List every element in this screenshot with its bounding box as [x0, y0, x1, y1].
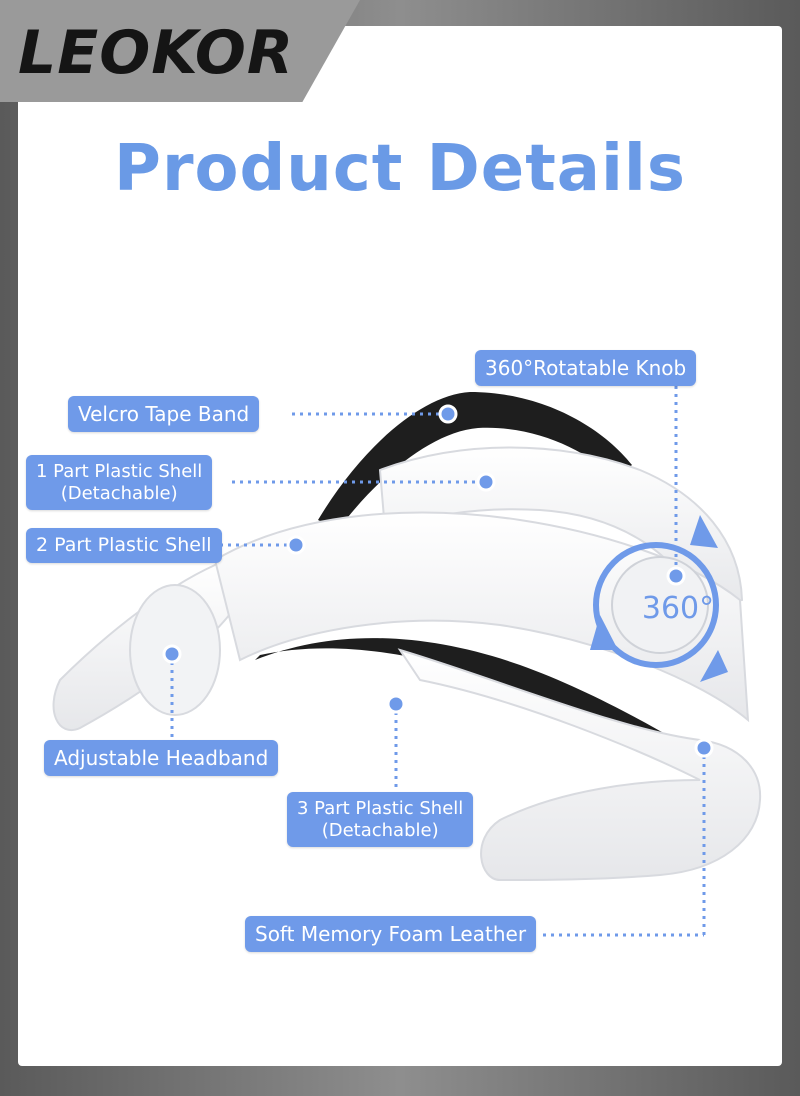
marker-knob	[666, 566, 686, 586]
velcro-strap	[318, 392, 632, 530]
foam-pad	[255, 638, 710, 780]
marker-headband	[162, 644, 182, 664]
lower-shell	[397, 648, 762, 882]
brand-banner	[0, 0, 360, 102]
logo-text: LEOKOR	[18, 18, 295, 88]
page-title: Product Details	[114, 132, 686, 206]
marker-shell3	[386, 694, 406, 714]
rotation-text: 360°	[642, 591, 714, 626]
arrow-head-bottom-icon	[590, 615, 618, 650]
arrow-head-top-icon	[690, 515, 718, 548]
label-adjustable-headband: Adjustable Headband	[44, 740, 279, 776]
label-shell-3-line2: (Detachable)	[321, 819, 439, 841]
top-shell	[378, 446, 744, 612]
label-shell-1-line1: 1 Part Plastic Shell	[36, 461, 203, 482]
marker-foam	[694, 738, 714, 758]
marker-shell2	[286, 535, 306, 555]
marker-velcro	[438, 404, 458, 424]
label-shell-2: 2 Part Plastic Shell	[26, 528, 222, 563]
marker-shell1	[476, 472, 496, 492]
label-shell-1-line2: (Detachable)	[60, 482, 178, 504]
label-shell-3: 3 Part Plastic Shell (Detachable)	[287, 792, 474, 848]
label-shell-1: 1 Part Plastic Shell (Detachable)	[26, 455, 213, 511]
label-velcro-band: Velcro Tape Band	[68, 396, 260, 432]
arrow-head-right-icon	[700, 650, 728, 682]
rotation-ring	[593, 542, 719, 668]
brand-logo: LEOKOR	[18, 18, 294, 88]
label-rotatable-knob: 360°Rotatable Knob	[475, 350, 697, 386]
label-shell-3-line1: 3 Part Plastic Shell	[297, 798, 464, 819]
label-memory-foam: Soft Memory Foam Leather	[245, 916, 537, 952]
